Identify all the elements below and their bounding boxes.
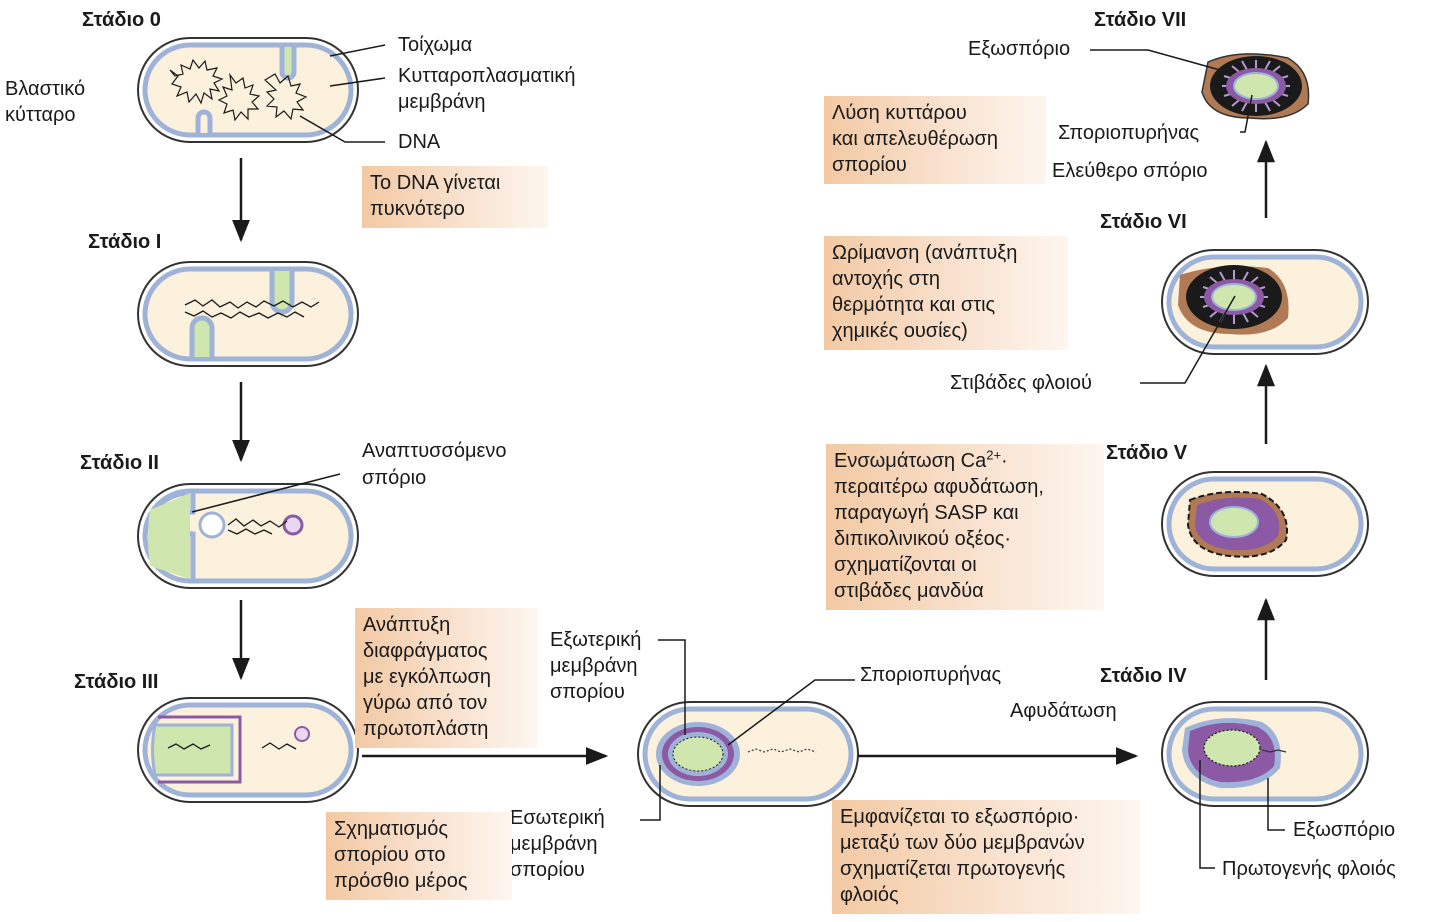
cell-stage-6 xyxy=(1161,249,1369,355)
spore-core-label-top: Σποριοπυρήνας xyxy=(1058,122,1200,144)
stage-4-label: Στάδιο IV xyxy=(1100,665,1187,687)
free-spore-stage-7 xyxy=(1201,53,1310,120)
cell-stage-4 xyxy=(1161,701,1369,807)
inner-membrane-label-line2: μεμβράνη xyxy=(510,833,598,855)
flow-arrows xyxy=(232,139,1275,765)
outer-membrane-label-line2: μεμβράνη xyxy=(550,655,638,677)
cell-stage-2 xyxy=(137,483,359,589)
developing-spore-label-line1: Αναπτυσσόμενο xyxy=(362,440,507,462)
note-septum-formation: Ανάπτυξη διαφράγματος με εγκόλπωση γύρω … xyxy=(355,608,537,748)
spore-core-label-middle: Σποριοπυρήνας xyxy=(860,664,1002,686)
stage-1-label: Στάδιο I xyxy=(88,231,162,253)
exosporium-label-top: Εξωσπόριο xyxy=(968,38,1071,60)
cell-intermediate xyxy=(637,701,859,807)
exosporium-label-bottom: Εξωσπόριο xyxy=(1293,819,1396,841)
inner-membrane-label-line3: σπορίου xyxy=(510,859,585,881)
developing-spore-label-line2: σπόριο xyxy=(362,467,427,489)
membrane-label-line2: μεμβράνη xyxy=(398,91,486,113)
leader-lines xyxy=(191,44,1285,869)
outer-membrane-label-line1: Εξωτερική xyxy=(550,629,642,651)
stage-2-label: Στάδιο II xyxy=(80,452,159,474)
cortex-layers-label: Στιβάδες φλοιού xyxy=(950,372,1092,394)
stage-5-label: Στάδιο V xyxy=(1106,442,1188,464)
cell-stage-3 xyxy=(137,697,359,803)
cell-stage-5 xyxy=(1161,471,1369,577)
note-exosporium-appears: Εμφανίζεται το εξωσπόριο· μεταξύ των δύο… xyxy=(832,800,1140,914)
stage-3-label: Στάδιο III xyxy=(74,671,159,693)
stage-6-label: Στάδιο VI xyxy=(1100,211,1187,233)
dna-label: DNA xyxy=(398,131,441,153)
note-forespore: Σχηματισμός σπορίου στο πρόσθιο μέρος xyxy=(326,812,512,900)
outer-membrane-label-line3: σπορίου xyxy=(550,681,625,703)
free-spore-label: Ελεύθερο σπόριο xyxy=(1052,160,1208,182)
stage-7-label: Στάδιο VII xyxy=(1094,9,1187,31)
note-calcium-incorporation: Ενσωμάτωση Ca2+· περαιτέρω αφυδάτωση, πα… xyxy=(826,444,1104,610)
note-cell-lysis: Λύση κυττάρου και απελευθέρωση σπορίου xyxy=(824,96,1046,184)
note-maturation: Ωρίμανση (ανάπτυξη αντοχής στη θερμότητα… xyxy=(824,236,1068,350)
stage-0-label: Στάδιο 0 xyxy=(82,9,161,31)
membrane-label-line1: Κυτταροπλασματική xyxy=(398,65,576,87)
primordial-cortex-label: Πρωτογενής φλοιός xyxy=(1222,858,1396,880)
cell-stage-1 xyxy=(137,261,359,367)
wall-label: Τοίχωμα xyxy=(398,34,473,56)
dehydration-label: Αφυδάτωση xyxy=(1010,700,1117,722)
vegetative-cell-label-line1: Βλαστικό xyxy=(5,78,86,100)
inner-membrane-label-line1: Εσωτερική xyxy=(510,807,605,829)
note-dna-condense: Το DNA γίνεται πυκνότερο xyxy=(362,166,548,228)
cell-stage-0 xyxy=(137,37,359,143)
vegetative-cell-label-line2: κύτταρο xyxy=(5,104,76,126)
